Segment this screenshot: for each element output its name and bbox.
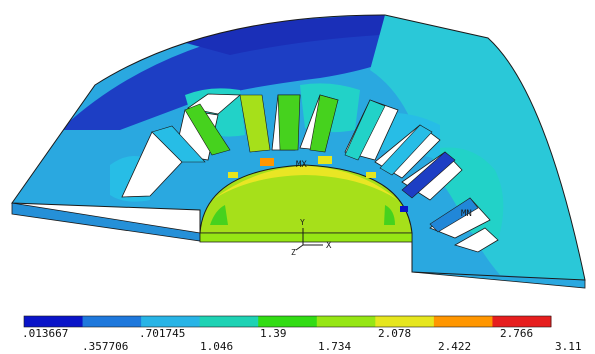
legend-band-4 — [258, 316, 318, 327]
contour-legend-colorbar — [23, 315, 552, 328]
legend-label-bottom-1: 1.046 — [200, 340, 234, 353]
legend-label-top-1: .701745 — [139, 327, 186, 340]
axis-z-label: Z — [291, 248, 296, 257]
legend-label-top-2: 1.39 — [260, 327, 287, 340]
legend-label-bottom-3: 2.422 — [438, 340, 472, 353]
legend-label-top-3: 2.078 — [378, 327, 412, 340]
legend-band-1 — [82, 316, 142, 327]
legend-band-5 — [316, 316, 376, 327]
max-marker: MX — [296, 160, 307, 170]
rotor-half-disk — [199, 164, 413, 243]
min-marker-label: MN — [461, 209, 472, 219]
stator-teeth — [151, 94, 479, 233]
legend-band-3 — [199, 316, 259, 327]
legend-band-6 — [375, 316, 435, 327]
legend-band-0 — [24, 316, 84, 327]
axis-y-label: Y — [300, 218, 305, 227]
legend-label-top-0: .013667 — [22, 327, 69, 340]
legend-label-top-4: 2.766 — [500, 327, 534, 340]
min-marker: MN — [461, 209, 472, 219]
legend-band-7 — [433, 316, 493, 327]
max-marker-label: MX — [296, 160, 307, 170]
legend-border — [23, 315, 552, 328]
legend-label-bottom-4: 3.11 — [555, 340, 582, 353]
legend-label-bottom-0: .357706 — [82, 340, 129, 353]
slot-tip-highlights — [228, 156, 408, 212]
legend-labels-top: .013667 .701745 1.39 2.078 2.766 — [0, 327, 595, 341]
legend-label-bottom-2: 1.734 — [318, 340, 352, 353]
axis-x-label: X — [326, 241, 332, 251]
legend-labels-bottom: .357706 1.046 1.734 2.422 3.11 — [0, 340, 595, 354]
axis-triad: X Y Z — [291, 218, 332, 257]
legend-band-8 — [492, 316, 552, 327]
legend-band-2 — [141, 316, 201, 327]
stator-outline — [11, 14, 586, 281]
